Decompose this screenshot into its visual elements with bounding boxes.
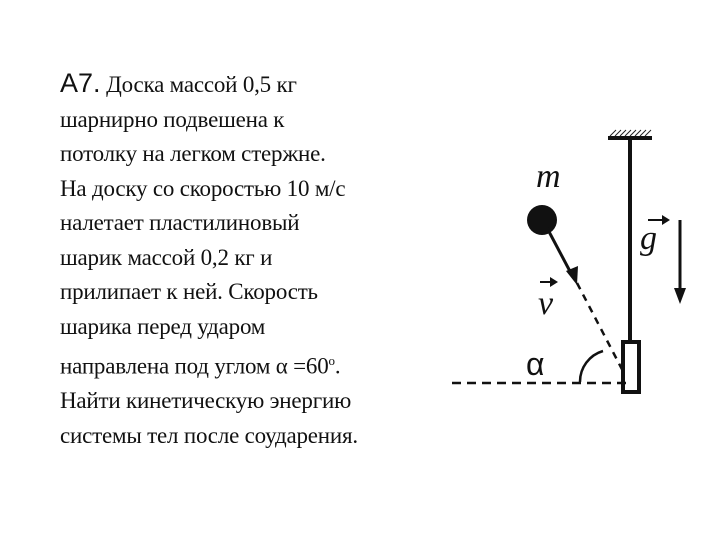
problem-line: На доску со скоростью 10 м/с — [60, 175, 346, 201]
gravity-label: g — [640, 220, 657, 257]
problem-line: Найти кинетическую энергию — [60, 388, 352, 414]
velocity-dashed-line — [575, 282, 627, 376]
board — [621, 340, 641, 394]
degree-sign: о — [328, 353, 336, 368]
problem-line: прилипает к ней. Скорость — [60, 279, 318, 304]
trajectory-arrowhead — [566, 266, 578, 285]
velocity-label: v — [538, 285, 554, 322]
problem-number: А7. — [60, 68, 101, 98]
problem-line: системы тел после соударения. — [60, 422, 358, 448]
period: . — [334, 353, 341, 379]
problem-line: шарика перед ударом — [60, 313, 266, 339]
pendulum-diagram: m g v α — [440, 120, 710, 420]
angle-text: направлена под углом α =60 — [60, 353, 329, 379]
angle-arc — [578, 349, 604, 383]
gravity-direction-arrow — [674, 220, 686, 304]
problem-line: шарнирно подвешена к — [60, 106, 285, 132]
velocity-vector-arrow — [540, 277, 558, 287]
problem-line: налетает пластилиновый — [60, 210, 300, 235]
ball-trajectory — [544, 225, 575, 278]
mass-label: m — [536, 158, 561, 195]
problem-line: потолку на легком стержне. — [60, 141, 326, 166]
ball — [527, 205, 557, 235]
problem-line: А7. Доска массой 0,5 кг — [60, 66, 440, 103]
problem-line: направлена под углом α =60о. — [60, 344, 440, 384]
angle-label: α — [526, 346, 545, 382]
gravity-vector-arrow — [648, 215, 670, 225]
problem-line: шарик массой 0,2 кг и — [60, 244, 273, 270]
problem-statement: А7. Доска массой 0,5 кг шарнирно подвеше… — [60, 66, 440, 453]
diagram-svg — [452, 129, 686, 394]
ceiling-hatch-icon — [609, 129, 652, 137]
problem-text: Доска массой 0,5 кг — [106, 72, 297, 97]
